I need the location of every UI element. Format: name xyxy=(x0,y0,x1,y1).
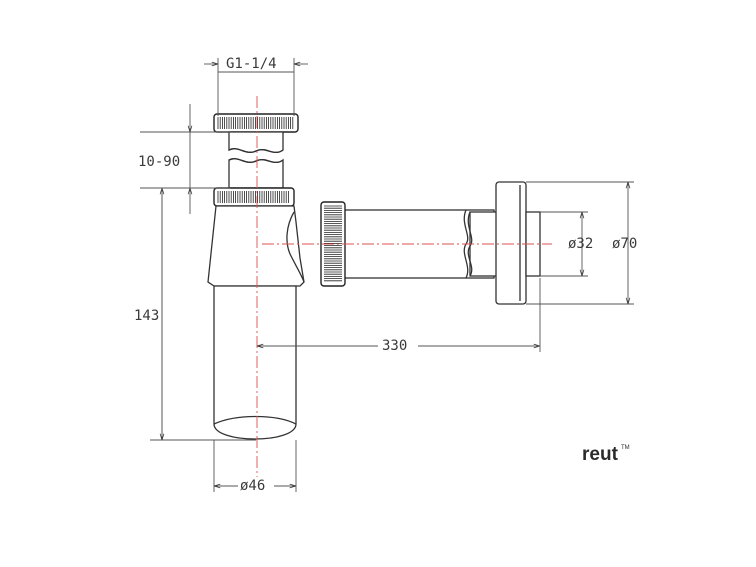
dim-height-label: 143 xyxy=(134,308,159,324)
wall-flange xyxy=(495,181,541,305)
brand-name: reut xyxy=(582,444,619,465)
dim-body-diameter-label: ø46 xyxy=(240,478,265,494)
dim-thread: G1-1/4 xyxy=(204,56,308,116)
brand-trademark: TM xyxy=(621,445,630,451)
top-nut xyxy=(213,113,299,133)
dim-pipe-diameter: ø32 xyxy=(540,211,593,277)
brand-logo: reut TM xyxy=(582,444,630,465)
bottle-cup xyxy=(213,285,297,440)
dim-flange-diameter: ø70 xyxy=(526,181,637,305)
dim-pipe-diameter-label: ø32 xyxy=(568,236,593,252)
siphon-body xyxy=(207,205,305,287)
dim-length: 330 xyxy=(257,278,541,354)
dim-thread-label: G1-1/4 xyxy=(226,56,277,72)
dim-flange-diameter-label: ø70 xyxy=(612,236,637,252)
dim-length-label: 330 xyxy=(382,338,407,354)
dim-body-diameter: ø46 xyxy=(213,440,297,494)
dim-adjust-label: 10-90 xyxy=(138,154,180,170)
tailpiece xyxy=(228,131,284,189)
dim-height: 143 xyxy=(134,187,256,441)
collar xyxy=(213,187,295,207)
